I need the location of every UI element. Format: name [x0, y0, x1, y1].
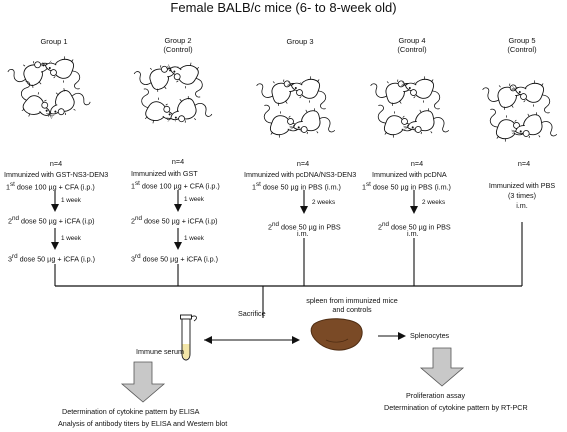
group-2-immunization: Immunized with GST: [131, 169, 198, 178]
group-2-header: Group 2 (Control): [138, 36, 218, 55]
group-4-interval: 2 weeks: [422, 199, 446, 206]
group-2-dose-1: 1st dose 100 µg + CFA (i.p.): [131, 180, 220, 191]
group-4-n: n=4: [410, 159, 424, 168]
immune-serum-label: Immune serum: [136, 347, 184, 356]
group-3-label: Group 3: [286, 37, 314, 46]
mouse-icon: [39, 79, 92, 126]
group-1-mice: [6, 49, 92, 130]
serum-result-1: Determination of cytokine pattern by ELI…: [62, 407, 200, 416]
group-4-route: i.m.: [407, 229, 419, 238]
group-3-dose-2: 2nd dose 50 µg in PBS: [268, 221, 341, 232]
group-2-label: Group 2: [164, 36, 192, 45]
group-5-route: i.m.: [516, 201, 528, 210]
diagram-title: Female BALB/c mice (6- to 8-week old): [170, 0, 397, 15]
group-5-label: Group 5: [508, 36, 536, 45]
group-1-immunization: Immunized with GST-NS3-DEN3: [4, 170, 109, 179]
group-4-dose-2: 2nd dose 50 µg in PBS: [378, 221, 451, 232]
sacrifice-label: Sacrifice: [238, 309, 266, 318]
spleen-label-line-1: spleen from immunized mice: [306, 296, 398, 305]
group-3-immunization: Immunized with pcDNA/NS3-DEN3: [244, 170, 357, 179]
block-arrow-icon: [120, 361, 166, 403]
mouse-icon: [286, 105, 336, 140]
group-1-n: n=4: [49, 159, 63, 168]
group-1-dose-2: 2nd dose 50 µg + iCFA (i.p): [8, 215, 95, 226]
group-1-dose-3: 3rd dose 50 µg + iCFA (i.p.): [8, 253, 96, 264]
group-1-dose-1: 1st dose 100 µg + CFA (i.p.): [6, 181, 95, 192]
group-2-interval-2: 1 week: [184, 235, 204, 242]
group-3-mice: [255, 69, 336, 145]
group-2-control: (Control): [163, 45, 193, 55]
spleen-icon: [310, 318, 363, 351]
spleen-label: spleen from immunized mice and controls: [292, 296, 412, 314]
group-3-route: i.m.: [297, 229, 309, 238]
group-2-dose-3: 3rd dose 50 µg + iCFA (i.p.): [131, 253, 219, 264]
block-arrow-icon: [419, 347, 465, 387]
group-4-immunization: Immunized with pcDNA: [372, 170, 447, 179]
group-4-mice: [369, 69, 450, 145]
group-5-n: n=4: [517, 159, 531, 168]
group-5-frequency: (3 times): [508, 191, 536, 200]
spleen-result-1: Proliferation assay: [406, 391, 466, 400]
group-2-mice: [130, 52, 214, 134]
group-4-header: Group 4 (Control): [372, 36, 452, 55]
group-2-interval-1: 1 week: [184, 196, 204, 203]
spleen-label-line-2: and controls: [332, 305, 372, 314]
group-2-dose-2: 2nd dose 50 µg + iCFA (i.p): [131, 215, 218, 226]
mouse-icon: [130, 87, 184, 134]
group-4-dose-1: 1st dose 50 µg in PBS (i.m.): [362, 181, 451, 192]
spleen-result-2: Determination of cytokine pattern by RT-…: [384, 403, 528, 412]
tube-icon: [180, 314, 197, 361]
group-3-n: n=4: [296, 159, 310, 168]
group-2-n: n=4: [171, 157, 185, 166]
group-5-header: Group 5 (Control): [482, 36, 562, 55]
serum-result-2: Analysis of antibody titers by ELISA and…: [58, 419, 228, 428]
group-5-control: (Control): [507, 45, 537, 55]
group-3-interval: 2 weeks: [312, 199, 336, 206]
group-1-interval-2: 1 week: [61, 235, 81, 242]
group-3-dose-1: 1st dose 50 µg in PBS (i.m.): [252, 181, 341, 192]
mouse-icon: [9, 79, 61, 130]
mouse-icon: [400, 105, 450, 140]
group-5-mice: [481, 73, 559, 149]
group-4-label: Group 4: [398, 36, 426, 45]
group-1-interval-1: 1 week: [61, 197, 81, 204]
group-5-immunization: Immunized with PBS: [488, 181, 556, 190]
group-1-label: Group 1: [40, 37, 68, 46]
group-4-control: (Control): [397, 45, 427, 55]
splenocytes-label: Splenocytes: [410, 331, 450, 340]
